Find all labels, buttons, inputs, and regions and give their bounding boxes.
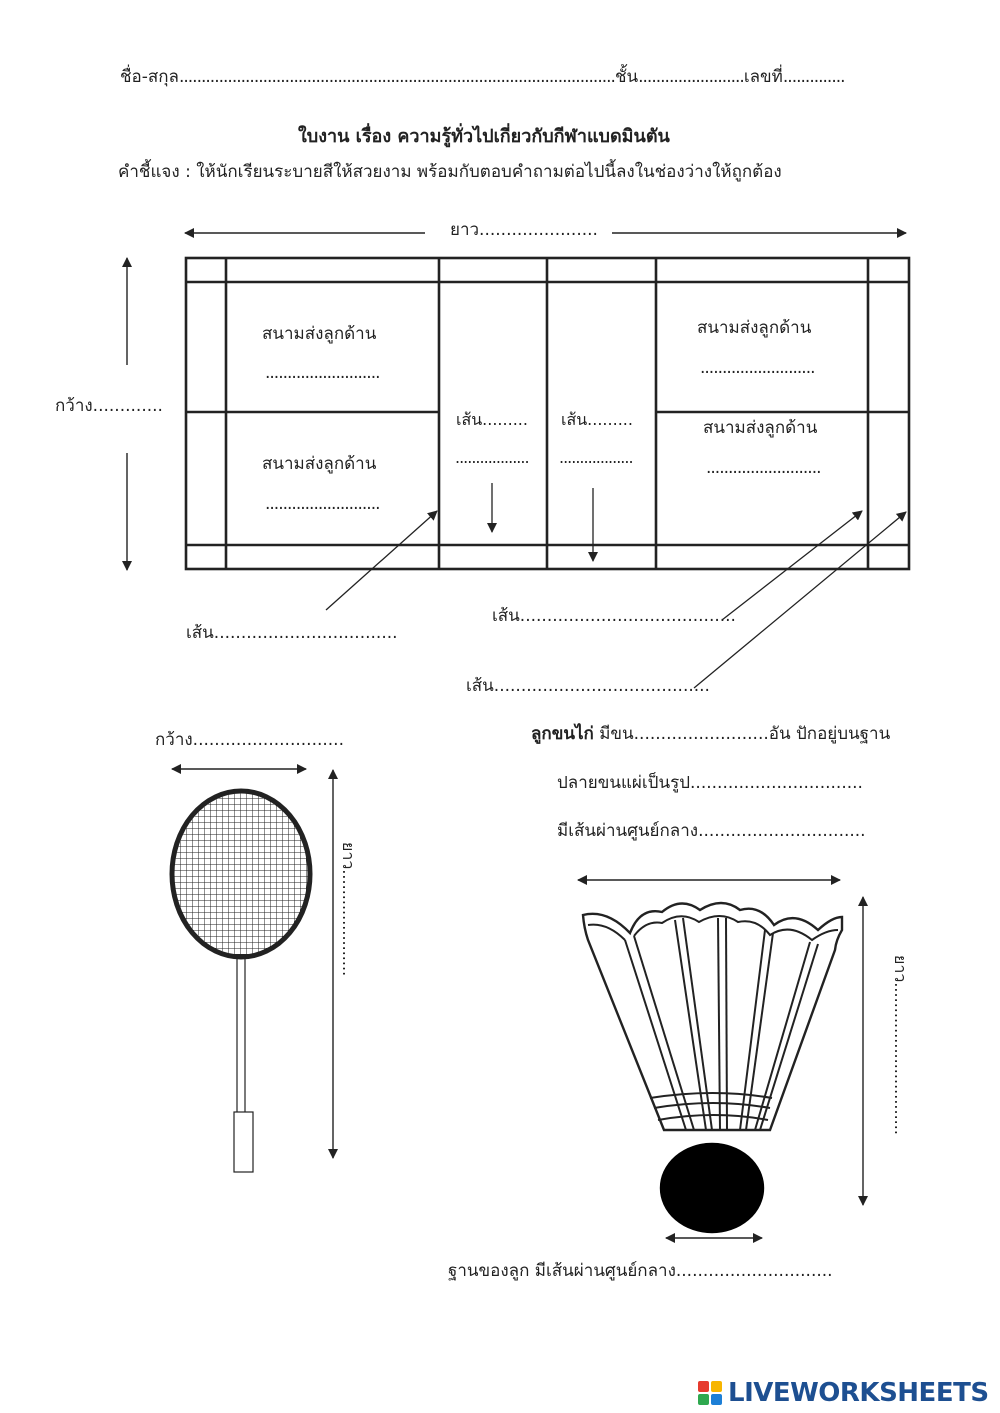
racket-length-label[interactable]: ยาว..................... bbox=[339, 842, 358, 977]
instruction-text: คำชี้แจง : ให้นักเรียนระบายสีให้สวยงาม พ… bbox=[118, 162, 782, 182]
shuttlecock-tip-shape[interactable]: ปลายขนแผ่เป็นรูป........................… bbox=[557, 773, 863, 793]
badminton-racket bbox=[169, 788, 313, 1173]
court-width-label[interactable]: กว้าง............. bbox=[55, 396, 163, 416]
court-pointer-arrows bbox=[325, 483, 907, 689]
logo-text: LIVEWORKSHEETS bbox=[728, 1378, 989, 1408]
line-mid-label[interactable]: เส้น....................................… bbox=[492, 606, 736, 626]
class-blank[interactable]: ........................ bbox=[638, 67, 745, 87]
service-court-label-1: สนามส่งลูกด้าน bbox=[262, 324, 377, 344]
header-name: ชื่อ-สกุล...............................… bbox=[120, 67, 846, 87]
number-blank[interactable]: .............. bbox=[782, 67, 846, 87]
center-line-label-1[interactable]: เส้น......... bbox=[456, 410, 528, 429]
line-bottom-label[interactable]: เส้น....................................… bbox=[466, 676, 710, 696]
service-court-label-2: สนามส่งลูกด้าน bbox=[262, 454, 377, 474]
racket-arrows bbox=[171, 764, 338, 1159]
worksheet-title: ใบงาน เรื่อง ความรู้ทั่วไปเกี่ยวกับกีฬาแ… bbox=[298, 126, 670, 147]
center-line-blank-1[interactable]: .................. bbox=[455, 448, 530, 467]
shuttlecock-length-label[interactable]: ยาว.............................. bbox=[891, 955, 910, 1135]
center-line-label-2[interactable]: เส้น......... bbox=[561, 410, 633, 429]
service-court-label-4: สนามส่งลูกด้าน bbox=[703, 418, 818, 438]
name-label: ชื่อ-สกุล bbox=[120, 67, 179, 87]
shuttlecock bbox=[581, 901, 844, 1234]
shuttlecock-feathers-line: ลูกขนไก่ มีขน.........................อั… bbox=[531, 726, 890, 743]
shuttlecock-base-text[interactable]: ฐานของลูก มีเส้นผ่านศูนย์กลาง...........… bbox=[448, 1261, 833, 1281]
court-length-label[interactable]: ยาว...................... bbox=[450, 220, 598, 240]
liveworksheets-logo: LIVEWORKSHEETS bbox=[698, 1378, 989, 1408]
class-label: ชั้น bbox=[614, 67, 639, 87]
racket-width-label[interactable]: กว้าง............................ bbox=[155, 730, 344, 750]
service-court-blank-2[interactable]: .......................... bbox=[265, 494, 380, 514]
line-left-label[interactable]: เส้น.................................. bbox=[186, 623, 398, 643]
logo-mark-icon bbox=[698, 1381, 722, 1405]
shuttlecock-arrows bbox=[577, 875, 868, 1243]
center-line-blank-2[interactable]: .................. bbox=[559, 448, 634, 467]
number-label: เลขที่ bbox=[743, 67, 783, 87]
name-blank[interactable]: ........................................… bbox=[178, 67, 616, 87]
badminton-court bbox=[184, 256, 911, 571]
shuttlecock-diameter[interactable]: มีเส้นผ่านศูนย์กลาง.....................… bbox=[557, 821, 866, 841]
shuttlecock-title: ลูกขนไก่ bbox=[531, 724, 594, 744]
service-court-blank-3[interactable]: .......................... bbox=[700, 358, 815, 378]
service-court-blank-1[interactable]: .......................... bbox=[265, 363, 380, 383]
shuttlecock-feathers-text[interactable]: มีขน.........................อัน ปักอยู่… bbox=[599, 724, 891, 744]
service-court-label-3: สนามส่งลูกด้าน bbox=[697, 318, 812, 338]
service-court-blank-4[interactable]: .......................... bbox=[706, 458, 821, 478]
